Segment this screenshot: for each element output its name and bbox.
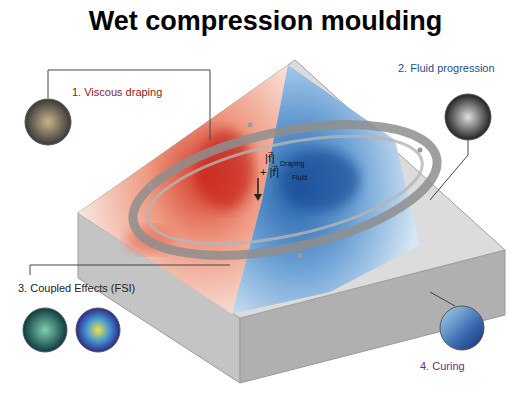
callout-label: 4. Curing (420, 360, 465, 372)
inset-image (25, 99, 71, 145)
force-arrow-head (254, 194, 262, 201)
force-arrow (257, 178, 259, 196)
force-label: |f⃗| (265, 152, 275, 165)
inset-image (23, 308, 67, 352)
inset-image (440, 306, 484, 350)
force-subscript: Draping (280, 160, 305, 167)
callout-label: 3. Coupled Effects (FSI) (18, 282, 135, 294)
fluid-field (232, 65, 420, 314)
callout-label: 1. Viscous draping (72, 86, 162, 98)
leader-line (430, 140, 468, 200)
mould-ring (121, 101, 448, 279)
mould-ring (138, 116, 431, 264)
bolt-holes (148, 123, 423, 258)
inset-image (76, 308, 120, 352)
callout-label: 2. Fluid progression (398, 62, 495, 74)
leader-line (48, 70, 210, 140)
leader-line (30, 265, 230, 275)
inset-image (445, 94, 491, 140)
title: Wet compression moulding (0, 6, 531, 37)
fluid-hotspot (280, 150, 360, 210)
leader-line (430, 292, 455, 306)
force-subscript: Fluid (292, 174, 307, 181)
force-label: + |f⃗| (260, 166, 279, 179)
mould-top (78, 60, 505, 318)
